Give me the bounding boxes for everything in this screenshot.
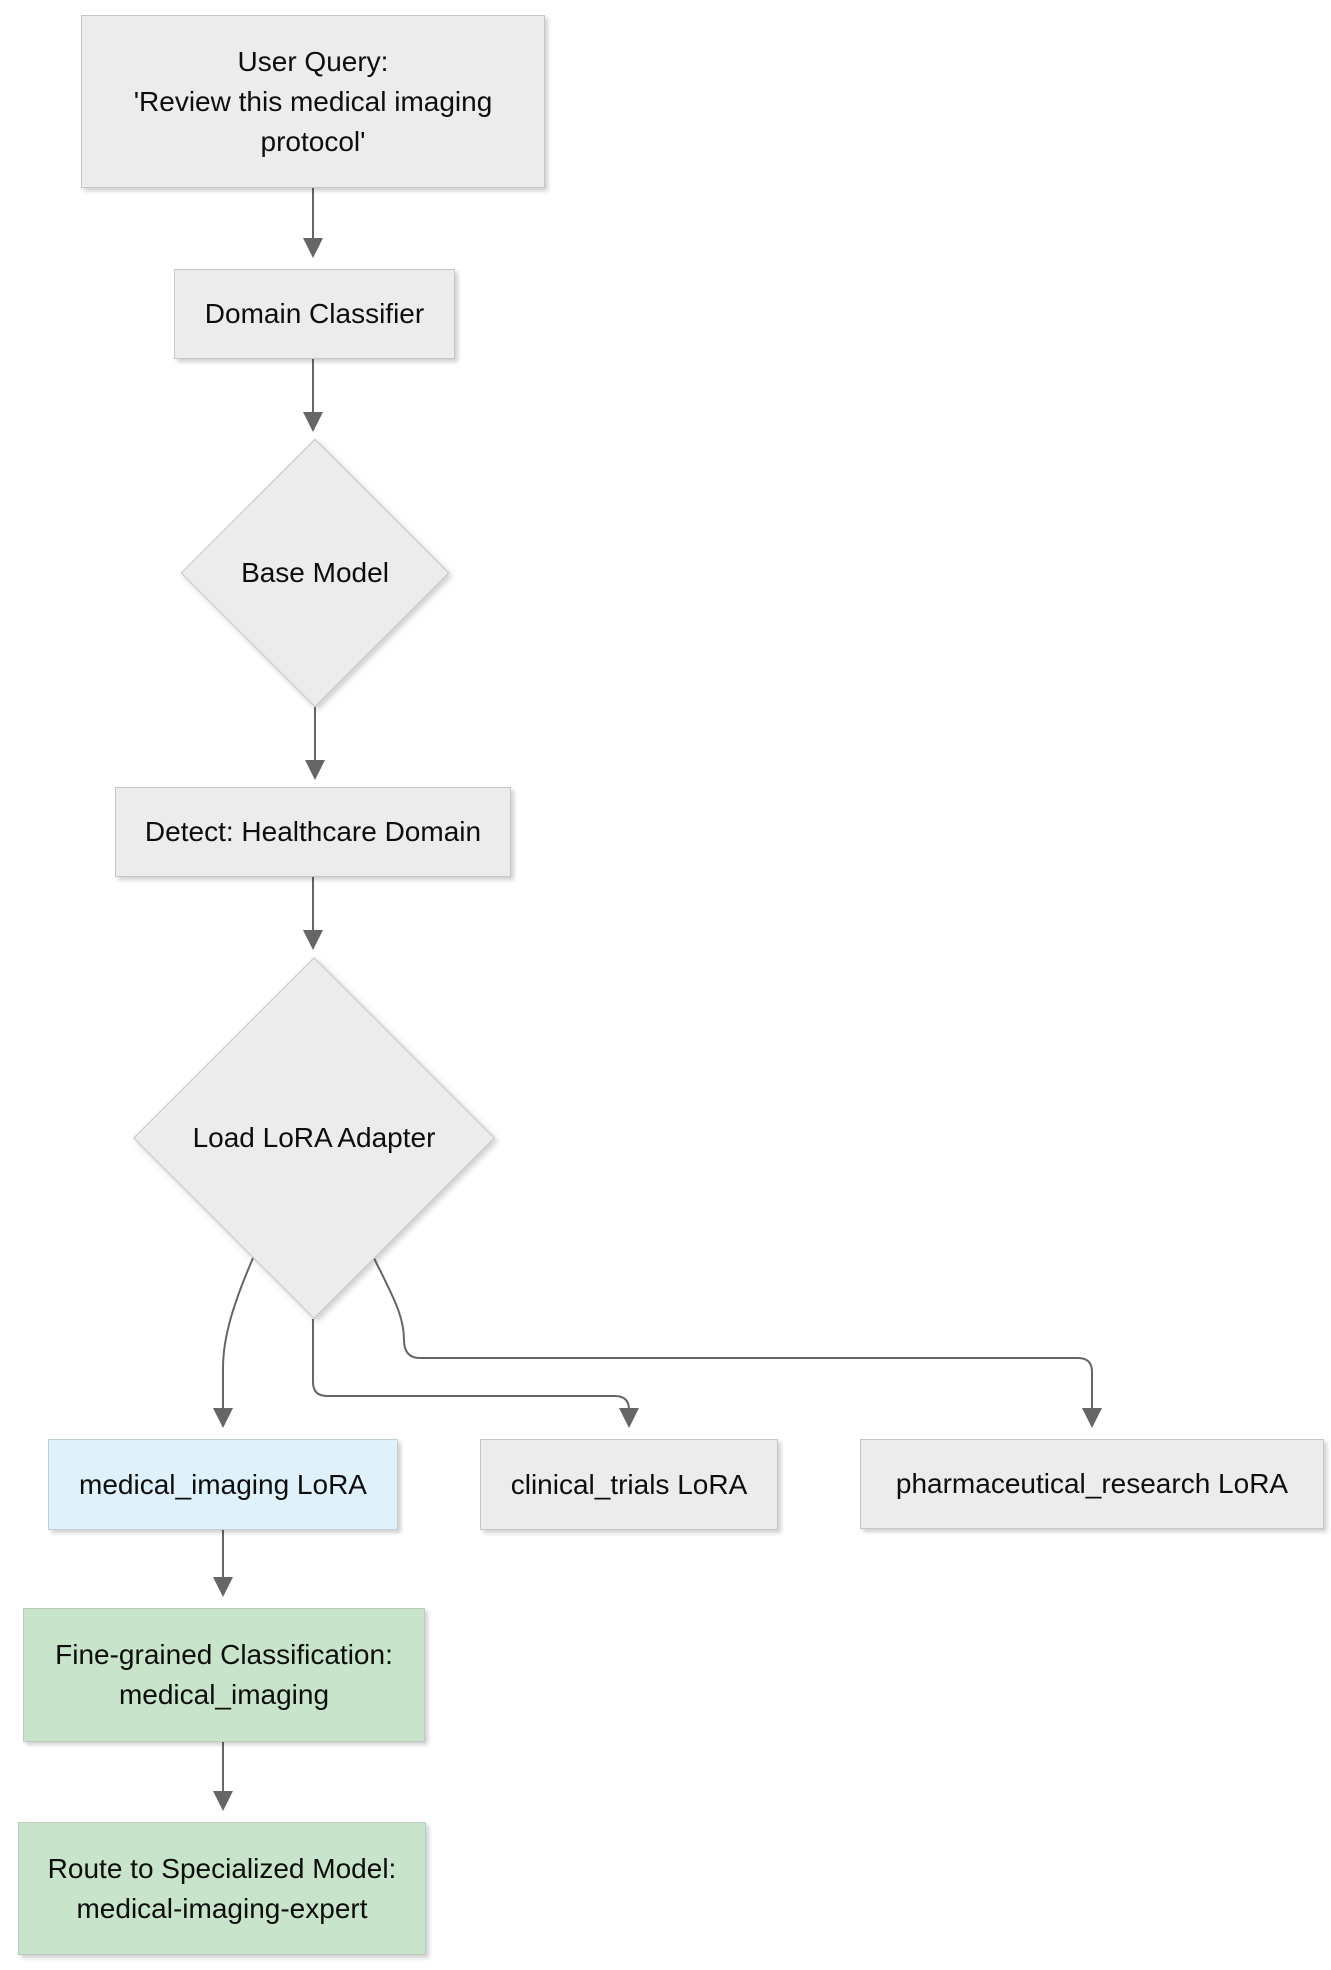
node-pharmaceutical-research-lora: pharmaceutical_research LoRA bbox=[860, 1439, 1324, 1529]
node-label-line: Route to Specialized Model: bbox=[47, 1852, 397, 1884]
node-label-line: protocol' bbox=[260, 125, 366, 157]
node-medical-imaging-lora: medical_imaging LoRA bbox=[48, 1439, 398, 1530]
node-load-lora-adapter: Load LoRA Adapter bbox=[132, 956, 496, 1320]
node-label-line: Load LoRA Adapter bbox=[192, 1122, 436, 1153]
node-detect-healthcare: Detect: Healthcare Domain bbox=[115, 787, 511, 877]
node-label-line: 'Review this medical imaging bbox=[133, 85, 493, 117]
node-label-line: User Query: bbox=[237, 45, 389, 77]
edge-load-lora-adapter-to-clinical-trials-lora bbox=[312, 1319, 639, 1428]
node-label-line: Detect: Healthcare Domain bbox=[144, 816, 482, 847]
node-label-line: medical_imaging bbox=[118, 1679, 330, 1710]
node-label-line: Base Model bbox=[241, 557, 389, 588]
node-route-to-specialized-model: Route to Specialized Model: medical-imag… bbox=[18, 1822, 426, 1955]
node-label-line: clinical_trials LoRA bbox=[510, 1468, 748, 1500]
node-label-line: medical_imaging LoRA bbox=[79, 1468, 367, 1500]
node-label-line: Domain Classifier bbox=[204, 298, 425, 329]
node-clinical-trials-lora: clinical_trials LoRA bbox=[480, 1439, 778, 1530]
node-domain-classifier: Domain Classifier bbox=[174, 269, 455, 359]
node-label-line: medical-imaging-expert bbox=[76, 1892, 368, 1924]
node-fine-grained-classification: Fine-grained Classification: medical_ima… bbox=[23, 1608, 425, 1742]
node-base-model: Base Model bbox=[180, 438, 450, 708]
node-label-line: Fine-grained Classification: bbox=[55, 1639, 393, 1670]
node-user-query: User Query: 'Review this medical imaging… bbox=[81, 15, 545, 188]
node-label-line: pharmaceutical_research LoRA bbox=[895, 1468, 1289, 1499]
